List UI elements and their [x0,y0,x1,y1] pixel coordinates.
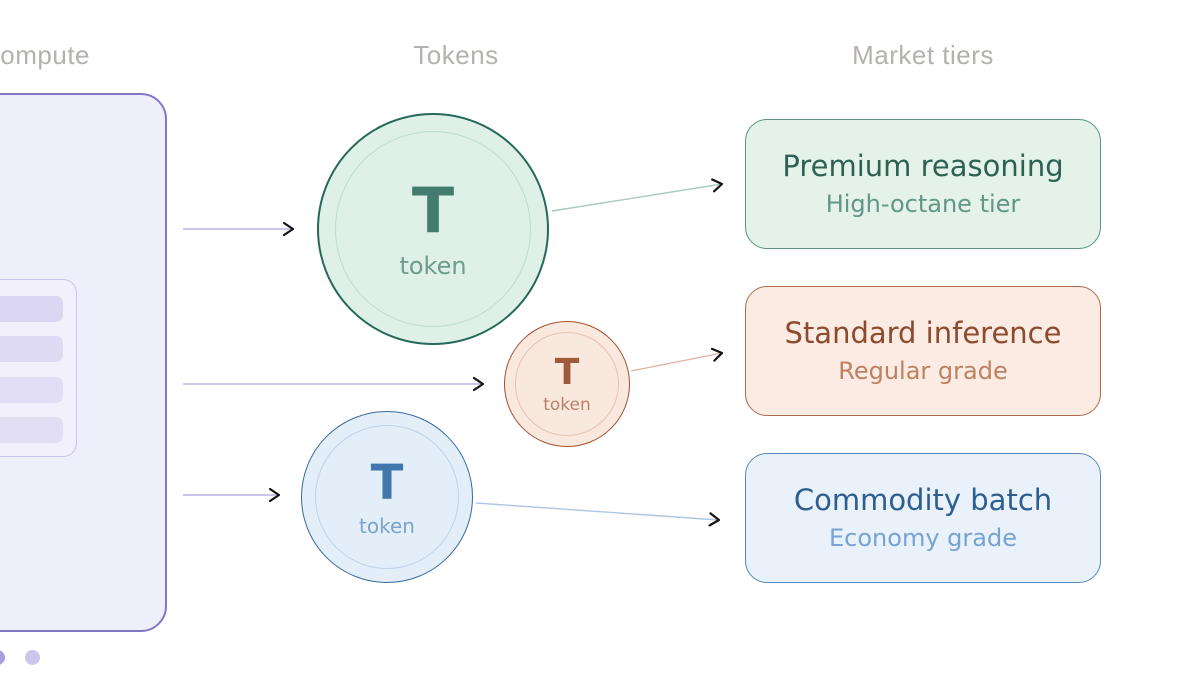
arrow-standard-token-to-tier [630,347,724,372]
token-coin-commodity: T token [301,411,473,583]
column-header-market-tiers: Market tiers [852,40,994,70]
token-coin-standard: T token [504,321,630,447]
arrow-premium-token-to-tier [551,178,724,212]
compute-status-dot [25,650,40,665]
tier-card-premium: Premium reasoning High-octane tier [745,119,1101,249]
tier-title: Commodity batch [793,482,1053,517]
token-symbol: T [370,454,404,511]
compute-status-dot [0,650,5,665]
token-label: token [543,394,591,415]
compute-bar [0,377,63,403]
compute-panel [0,93,167,665]
token-symbol: T [411,174,455,247]
tier-card-commodity: Commodity batch Economy grade [745,453,1101,583]
tier-title: Standard inference [784,315,1062,350]
arrow-commodity-token-to-tier [475,502,721,527]
column-header-compute: Compute [0,40,90,70]
compute-bar [0,417,63,443]
tier-title: Premium reasoning [782,148,1064,183]
token-symbol: T [554,351,580,393]
column-header-tokens: Tokens [413,40,499,70]
tier-subtitle: Economy grade [829,523,1017,552]
tier-card-standard: Standard inference Regular grade [745,286,1101,416]
tier-subtitle: High-octane tier [825,189,1021,218]
compute-bar [0,336,63,362]
tier-subtitle: Regular grade [838,356,1008,385]
compute-bar [0,296,63,322]
token-coin-premium: T token [317,113,549,345]
token-label: token [359,513,415,538]
token-label: token [399,252,467,280]
